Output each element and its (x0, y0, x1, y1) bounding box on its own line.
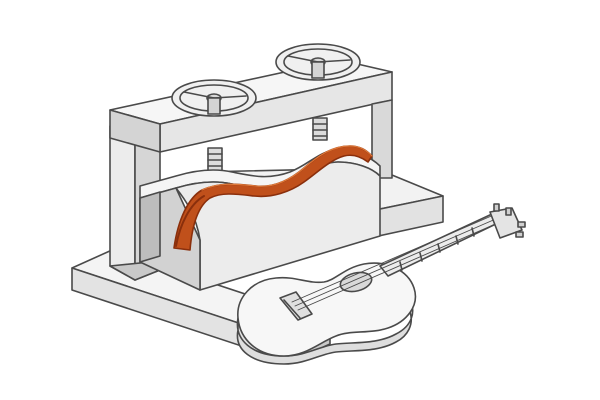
bent-wood-side (173, 145, 373, 251)
handwheel-left (171, 79, 257, 117)
screw-right (312, 117, 328, 141)
handwheel-right (275, 43, 361, 81)
guitar (236, 203, 526, 365)
